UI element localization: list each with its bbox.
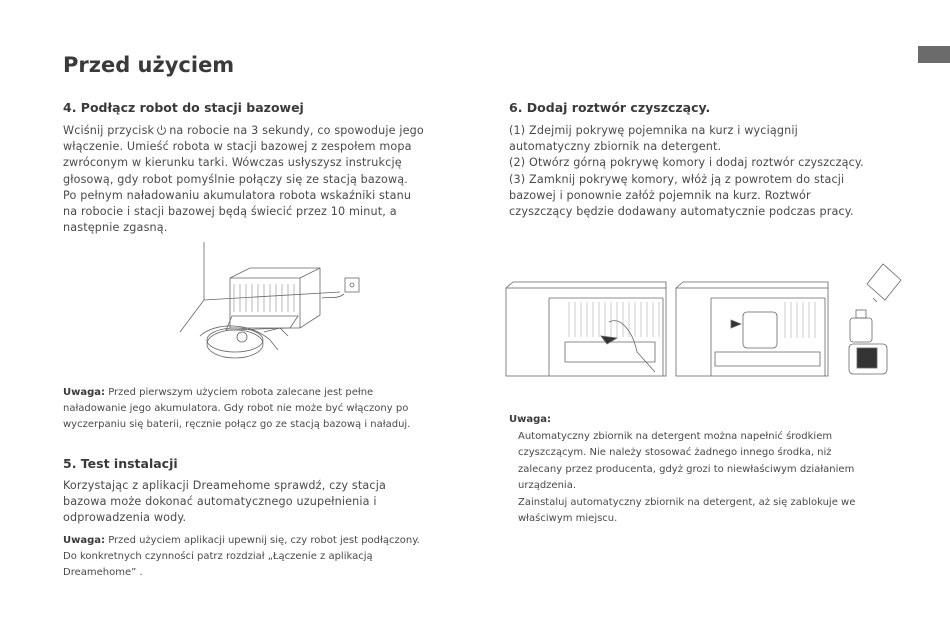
page-title: Przed użyciem bbox=[63, 53, 235, 77]
text-line: Korzystając z aplikacji Dreamehome spraw… bbox=[63, 479, 386, 492]
note-line: czyszczącym. Nie należy stosować żadnego… bbox=[518, 447, 832, 458]
note-label: Uwaga: bbox=[509, 414, 552, 425]
text-prefix: Wciśnij przycisk bbox=[63, 124, 155, 137]
text-line: na robocie i stacji bazowej będą świecić… bbox=[63, 205, 397, 219]
text-line: głosową, gdy robot pomyślnie połączy się… bbox=[63, 172, 408, 186]
text-line: czyszczący będzie dodawany automatycznie… bbox=[509, 205, 854, 219]
text-line: Wciśnij przycisk na robocie na 3 sekundy,… bbox=[63, 123, 424, 139]
text-line: (1) Zdejmij pokrywę pojemnika na kurz i … bbox=[509, 124, 798, 137]
note-line: Uwaga: Przed użyciem aplikacji upewnij s… bbox=[63, 533, 420, 549]
note-detergent: Uwaga: Automatyczny zbiornik na detergen… bbox=[509, 412, 855, 528]
section-heading-test: 5. Test instalacji bbox=[63, 456, 178, 471]
note-line: zalecany przez producenta, gdyż grozi to… bbox=[518, 463, 855, 475]
text-line: odprowadzenia wody. bbox=[63, 511, 187, 525]
note-line: właściwym miejscu. bbox=[518, 513, 618, 524]
text-line: (2) Otwórz górną pokrywę komory i dodaj … bbox=[509, 156, 864, 170]
note-test: Uwaga: Przed użyciem aplikacji upewnij s… bbox=[63, 533, 420, 582]
note-line: Dreamehome” . bbox=[63, 567, 143, 579]
section-text-detergent: (1) Zdejmij pokrywę pojemnika na kurz i … bbox=[509, 123, 864, 220]
note-text: Przed pierwszym użyciem robota zalecane … bbox=[108, 387, 374, 398]
section-text-connect: Wciśnij przycisk na robocie na 3 sekundy,… bbox=[63, 123, 424, 236]
page-edge-tab bbox=[918, 46, 950, 63]
section-text-test: Korzystając z aplikacji Dreamehome spraw… bbox=[63, 478, 386, 527]
note-line: Do konkretnych czynności patrz rozdział … bbox=[63, 551, 373, 563]
note-line: Automatyczny zbiornik na detergent można… bbox=[518, 430, 833, 442]
text-line: bazowej i ponownie załóż pojemnik na kur… bbox=[509, 188, 811, 202]
note-connect: Uwaga: Przed pierwszym użyciem robota za… bbox=[63, 385, 410, 434]
note-line: naładowanie jego akumulatora. Gdy robot … bbox=[63, 403, 409, 415]
text-line: Po pełnym naładowaniu akumulatora robota… bbox=[63, 188, 412, 202]
section-heading-connect: 4. Podłącz robot do stacji bazowej bbox=[63, 100, 304, 115]
note-line: urządzenia. bbox=[518, 480, 576, 491]
text-line-rest: na robocie na 3 sekundy, co spowoduje je… bbox=[169, 124, 424, 137]
text-line: automatyczny zbiornik na detergent. bbox=[509, 140, 722, 154]
text-line: włączenie. Umieść robota w stacji bazowe… bbox=[63, 140, 412, 154]
text-line: bazowa może dokonać automatycznego uzupe… bbox=[63, 495, 377, 509]
text-line: zwróconym w kierunku tarki. Wówczas usły… bbox=[63, 156, 402, 170]
note-line: Zainstaluj automatyczny zbiornik na dete… bbox=[518, 496, 856, 508]
power-icon bbox=[157, 125, 167, 135]
note-line: wyczerpaniu się baterii, ręcznie połącz … bbox=[63, 419, 411, 431]
note-label: Uwaga: bbox=[63, 535, 106, 546]
text-line: następnie zgasną. bbox=[63, 221, 168, 235]
docking-illustration bbox=[179, 242, 360, 359]
note-line: Uwaga: Przed pierwszym użyciem robota za… bbox=[63, 385, 410, 401]
detergent-illustration bbox=[505, 263, 902, 377]
section-heading-detergent: 6. Dodaj roztwór czyszczący. bbox=[509, 100, 711, 115]
text-line: (3) Zamknij pokrywę komory, włóż ją z po… bbox=[509, 172, 845, 186]
note-label: Uwaga: bbox=[63, 387, 106, 398]
note-text: Przed użyciem aplikacji upewnij się, czy… bbox=[108, 535, 420, 546]
